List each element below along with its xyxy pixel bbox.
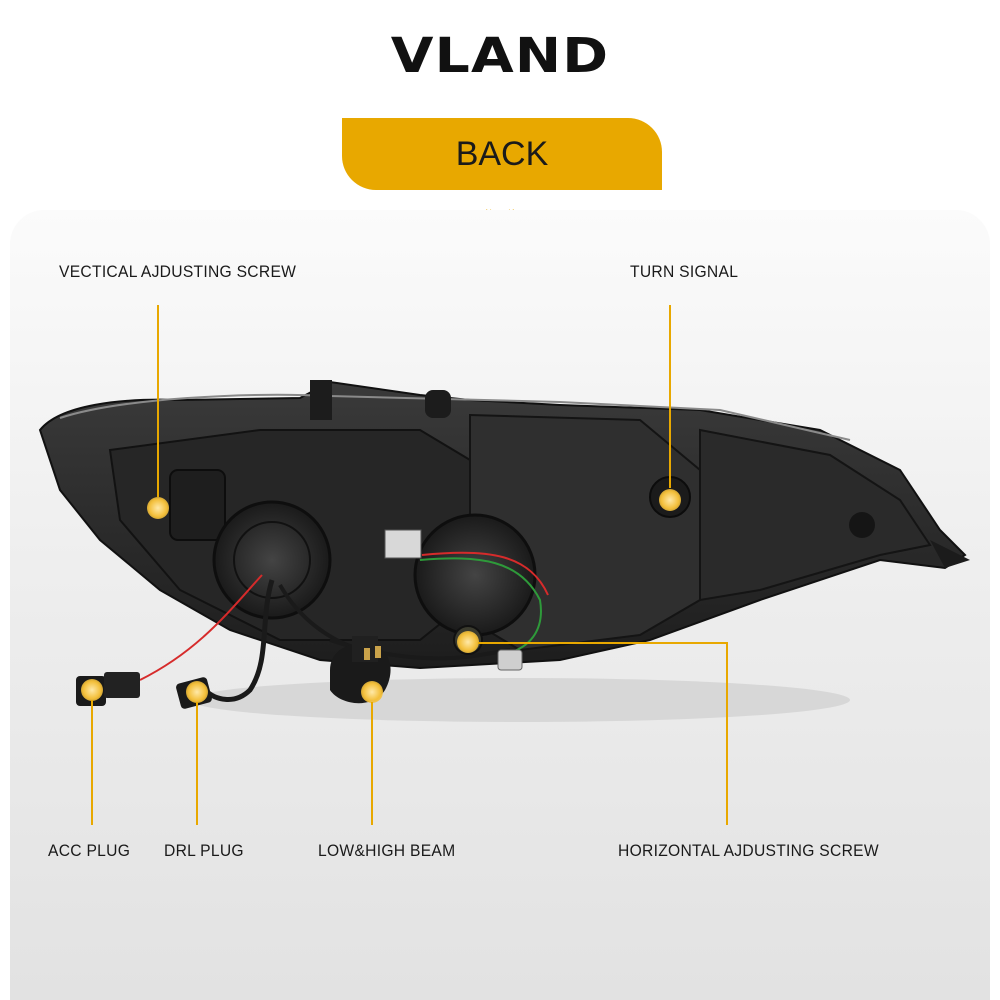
- turn-signal-marker: [659, 489, 681, 511]
- drl-plug-marker: [186, 681, 208, 703]
- view-tab-back: BACK: [342, 118, 662, 190]
- vertical-screw-marker: [147, 497, 169, 519]
- horizontal-screw-marker: [457, 631, 479, 653]
- turn-signal-label: TURN SIGNAL: [630, 262, 739, 281]
- vertical-screw-leader: [157, 305, 159, 497]
- turn-signal-leader: [669, 305, 671, 488]
- view-tab-label: BACK: [455, 134, 549, 173]
- low-high-beam-marker: [361, 681, 383, 703]
- acc-plug-label: ACC PLUG: [48, 841, 131, 860]
- horizontal-screw-leader-h: [478, 642, 728, 644]
- drl-plug-leader: [196, 702, 198, 825]
- acc-plug-marker: [81, 679, 103, 701]
- acc-plug-leader: [91, 700, 93, 825]
- drl-plug-label: DRL PLUG: [164, 841, 244, 860]
- horizontal-screw-label: HORIZONTAL AJDUSTING SCREW: [618, 841, 879, 860]
- vertical-screw-label: VECTICAL AJDUSTING SCREW: [59, 262, 297, 281]
- low-high-beam-label: LOW&HIGH BEAM: [318, 841, 456, 860]
- horizontal-screw-leader-v: [726, 642, 728, 825]
- low-high-beam-leader: [371, 702, 373, 825]
- brand-logo: VLAND: [390, 28, 610, 84]
